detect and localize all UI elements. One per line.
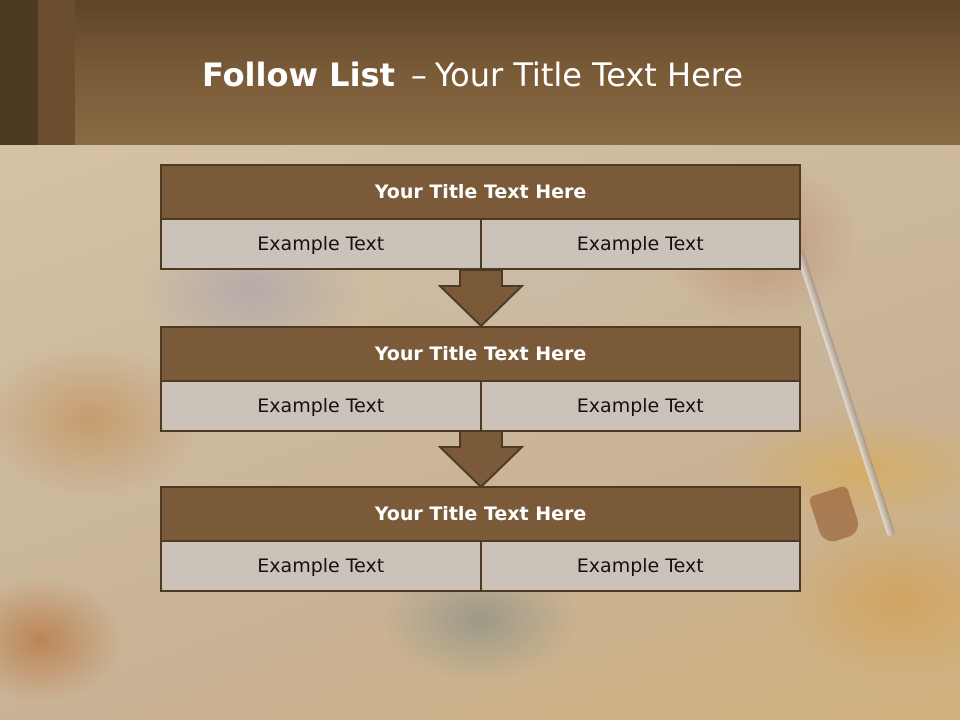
block-cell-left: Example Text [162,220,480,268]
block-row: Example Text Example Text [160,382,801,432]
block-cell-right: Example Text [479,382,799,430]
list-block-3: Your Title Text Here Example Text Exampl… [160,486,801,592]
block-row: Example Text Example Text [160,542,801,592]
slide-title-bold: Follow List [202,56,395,94]
down-arrow-icon [438,431,524,489]
list-block-1: Your Title Text Here Example Text Exampl… [160,164,801,270]
slide-title-rest: Your Title Text Here [434,56,743,94]
down-arrow-icon [438,270,524,328]
block-row: Example Text Example Text [160,220,801,270]
block-title: Your Title Text Here [160,486,801,542]
block-title: Your Title Text Here [160,164,801,220]
header-accent-mid [38,0,75,145]
list-block-2: Your Title Text Here Example Text Exampl… [160,326,801,432]
slide-title: Follow List–Your Title Text Here [202,56,743,94]
header-bar [0,0,960,145]
block-cell-right: Example Text [479,220,799,268]
slide-title-dash: – [410,56,427,94]
block-cell-left: Example Text [162,542,480,590]
header-accent-dark [0,0,38,145]
block-cell-right: Example Text [479,542,799,590]
block-cell-left: Example Text [162,382,480,430]
block-title: Your Title Text Here [160,326,801,382]
